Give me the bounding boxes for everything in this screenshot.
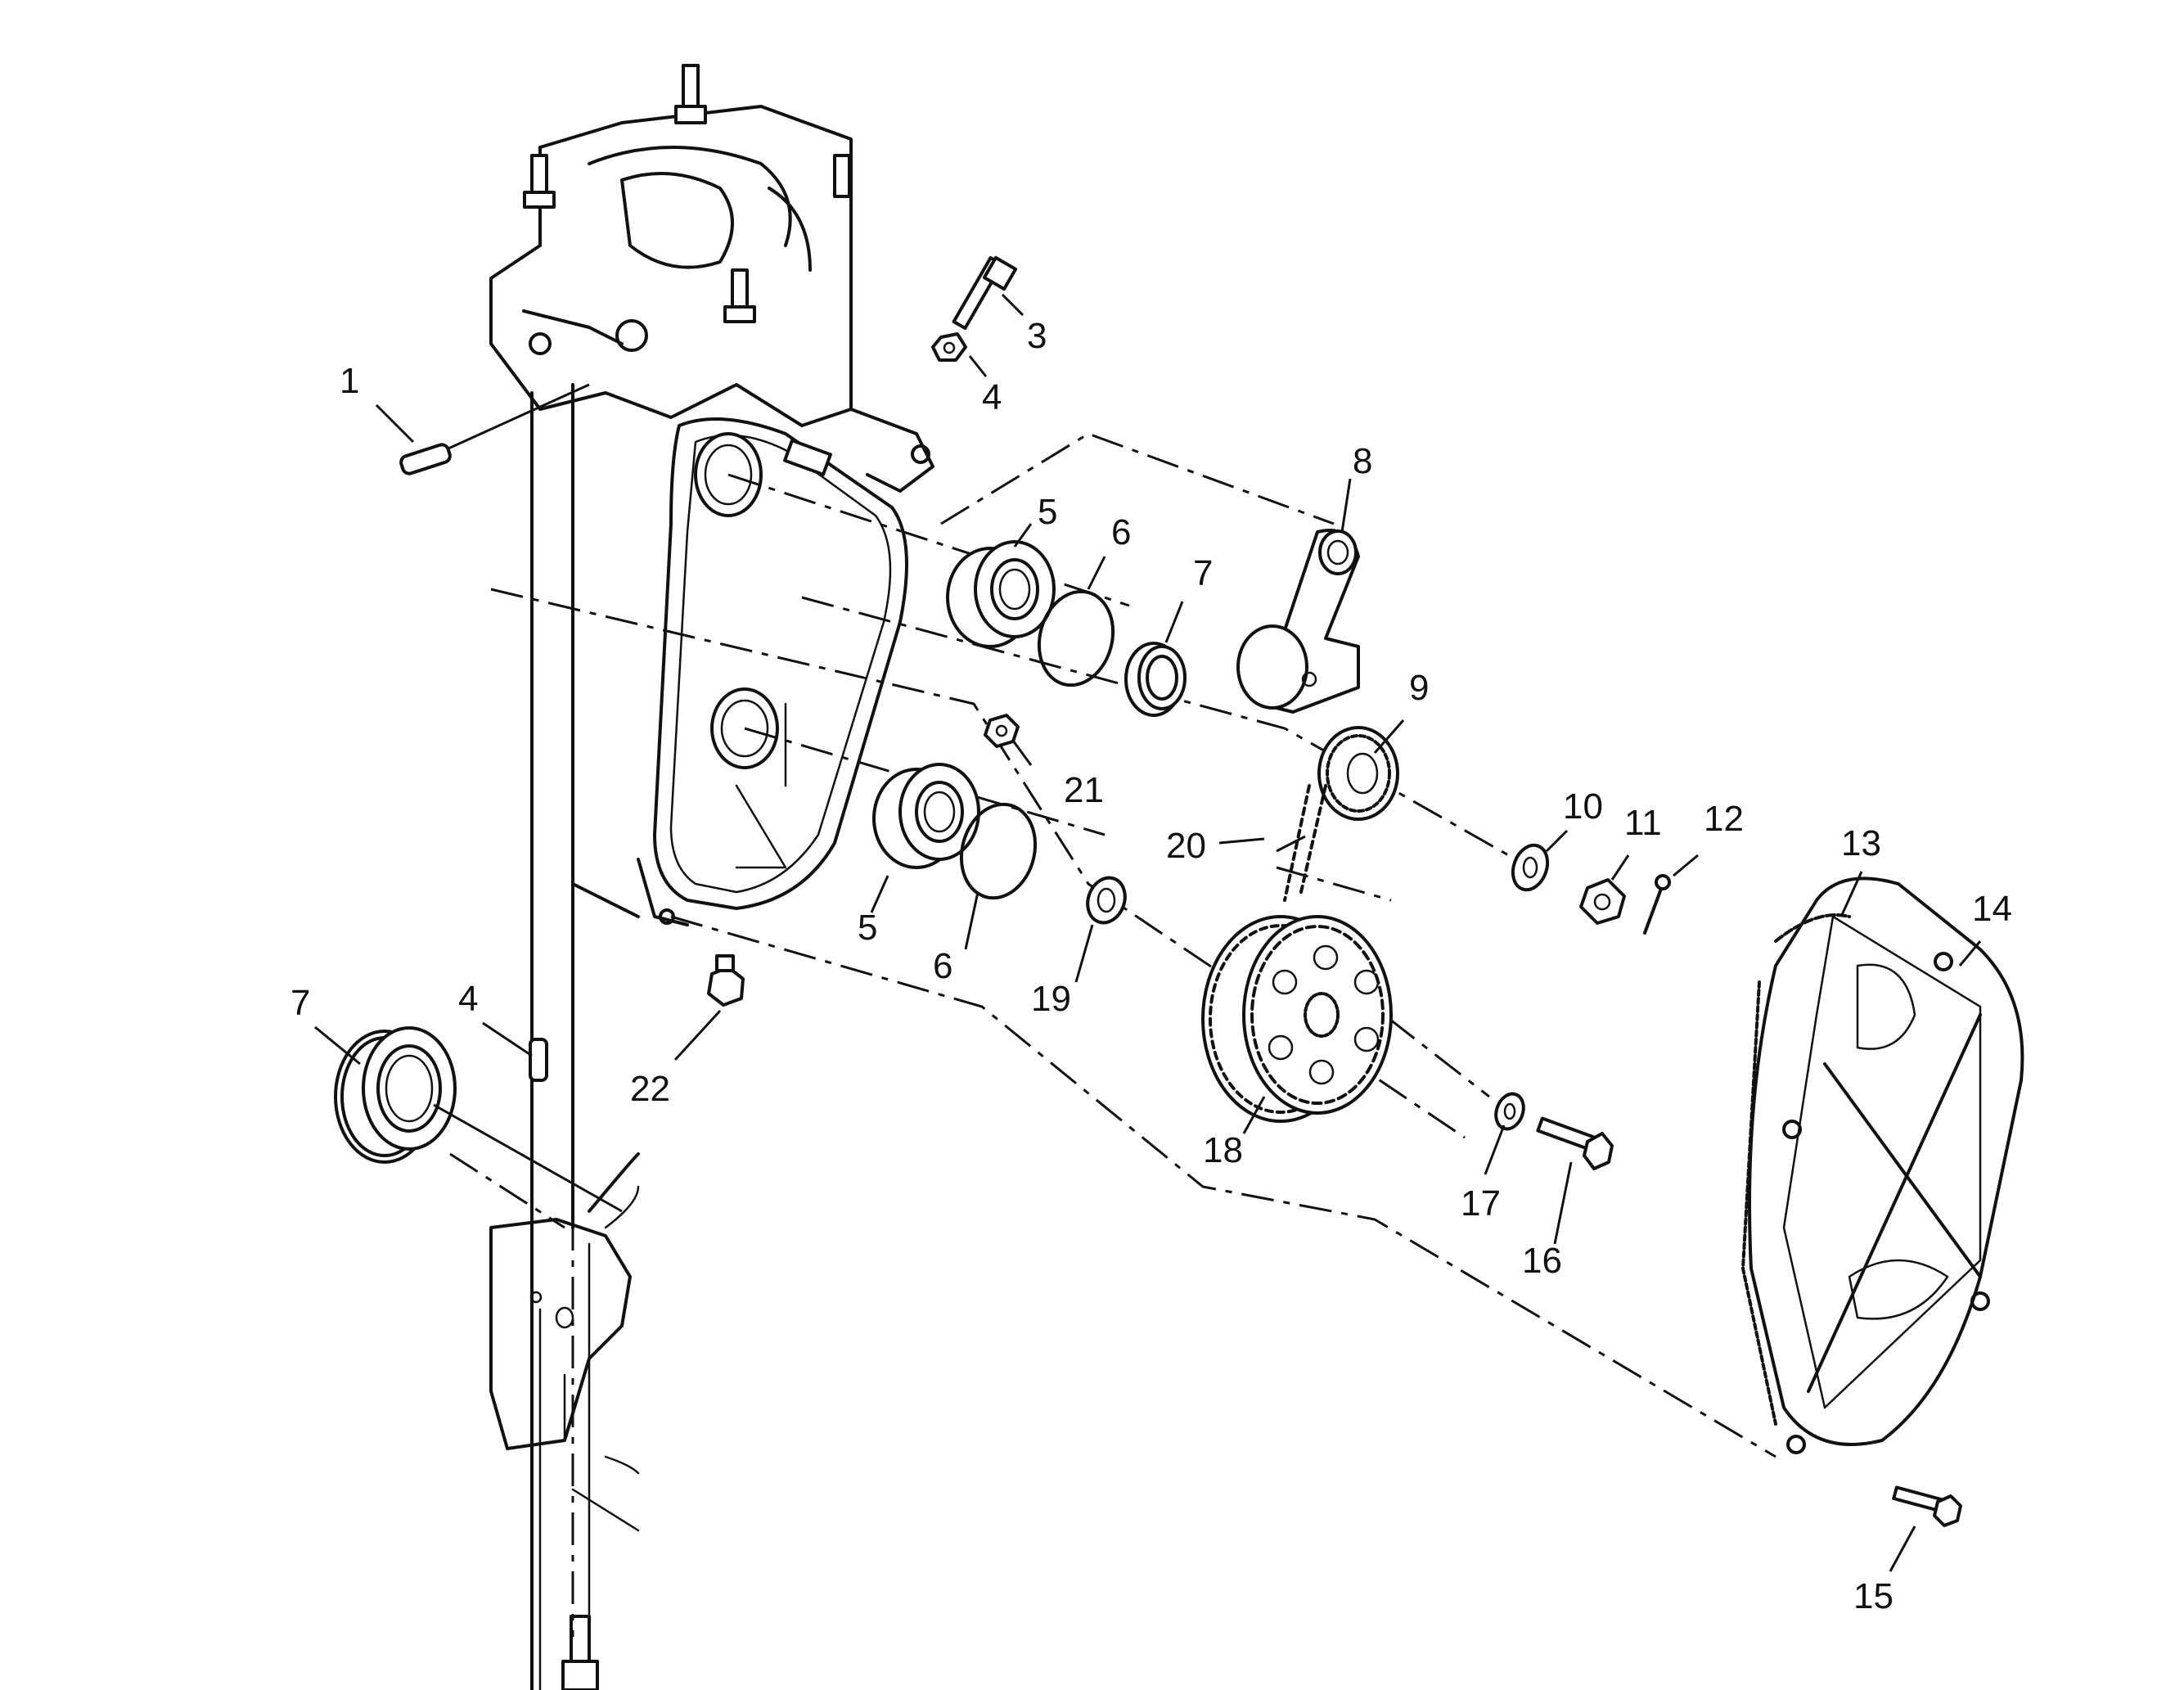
callout-19: 19 (1031, 979, 1071, 1019)
part-1-pin (399, 383, 590, 475)
callout-1: 1 (340, 361, 359, 401)
part-7-seal-large (334, 1026, 623, 1213)
part-12-cotter-pin (1643, 874, 1671, 935)
callout-16: 16 (1522, 1241, 1562, 1281)
callout-8: 8 (1353, 441, 1372, 481)
part-22-drain-plug (707, 954, 745, 1007)
callout-6-lower: 6 (933, 946, 952, 986)
callout-14: 14 (1972, 889, 2012, 929)
stud-top-3 (833, 154, 851, 198)
callout-22: 22 (630, 1069, 670, 1109)
part-19-washer (1086, 876, 1127, 925)
callout-11: 11 (1624, 803, 1662, 843)
part-3-bolt (952, 255, 1018, 330)
callout-9: 9 (1409, 668, 1429, 708)
callout-7-upper: 7 (1193, 553, 1213, 593)
part-11-nut (1579, 878, 1626, 925)
callout-labels: 1 3 4 4 5 5 6 6 7 7 8 9 10 11 12 13 14 1… (290, 316, 2012, 1616)
callout-17: 17 (1461, 1183, 1501, 1224)
callout-13: 13 (1841, 823, 1881, 863)
part-10-washer (1511, 843, 1550, 892)
callout-10: 10 (1563, 786, 1603, 827)
callout-7-lower: 7 (290, 983, 310, 1023)
part-5-bearing-lower (872, 763, 980, 869)
stud-top-1 (674, 64, 707, 124)
callout-18: 18 (1203, 1130, 1243, 1170)
part-17-washer (1494, 1092, 1525, 1131)
part-13-14-chaincase-cover (1741, 877, 2024, 1454)
crankcase (489, 64, 934, 1690)
centerlines (449, 393, 1776, 1637)
part-16-bolt (1536, 1116, 1614, 1170)
part-6-snap-ring-lower (959, 802, 1038, 900)
callout-21: 21 (1064, 770, 1104, 810)
callout-3: 3 (1027, 316, 1047, 356)
callout-15: 15 (1853, 1576, 1894, 1616)
callout-5-lower: 5 (858, 908, 877, 948)
stud-bottom (561, 1615, 599, 1690)
leader-lines (314, 293, 1982, 1572)
part-8-tensioner-arm (1236, 529, 1360, 714)
part-7-seal-upper (1124, 642, 1187, 717)
stud-top-2 (523, 154, 556, 209)
part-4-nut (931, 332, 967, 362)
callout-5-upper: 5 (1038, 492, 1057, 532)
callout-4-lower: 4 (458, 979, 478, 1019)
callout-12: 12 (1704, 799, 1744, 839)
part-15-bolt (1892, 1485, 1962, 1527)
callout-4-upper: 4 (982, 377, 1002, 417)
stud-top-4 (723, 268, 756, 323)
callout-6-upper: 6 (1111, 512, 1131, 552)
part-18-large-sprocket (1201, 915, 1393, 1123)
part-6-snap-ring-upper (1037, 589, 1115, 687)
callout-20: 20 (1166, 826, 1206, 866)
part-20-chain (1283, 784, 1327, 902)
part-5-bearing-upper (946, 540, 1056, 648)
part-4-dowel (529, 1038, 548, 1082)
